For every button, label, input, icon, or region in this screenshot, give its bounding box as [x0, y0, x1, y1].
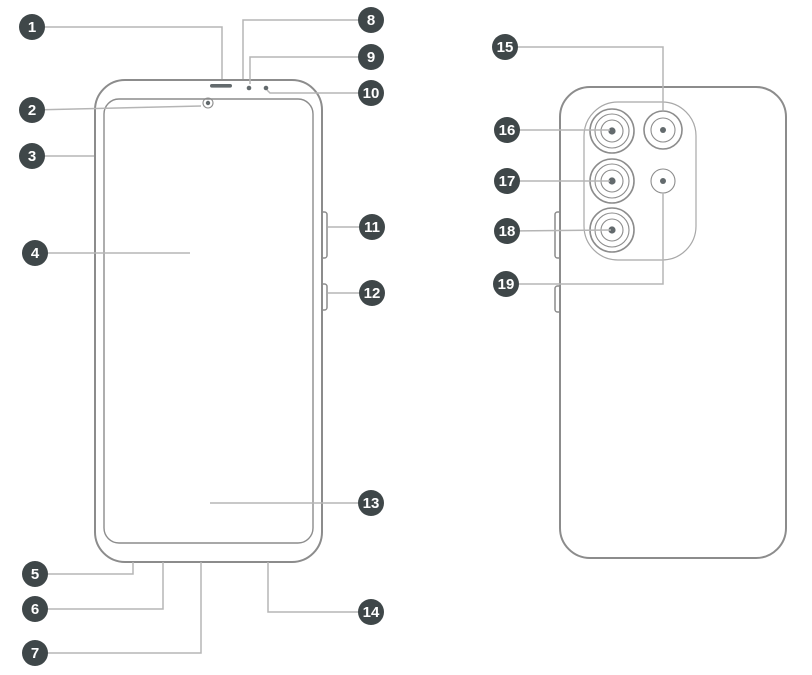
sensor-dot-icon	[246, 85, 252, 91]
callout-number: 11	[364, 219, 380, 236]
callout-badge-circle	[19, 97, 45, 123]
callout-line-5	[35, 562, 134, 575]
callout-badge-2: 2	[19, 97, 45, 123]
callout-badge-circle	[358, 80, 384, 106]
callout-number: 14	[363, 604, 380, 621]
sensor-dot-icon	[263, 85, 269, 91]
callout-badge-circle	[358, 44, 384, 70]
earpiece-icon	[210, 84, 232, 88]
phone-front-screen	[103, 98, 314, 544]
callout-number: 4	[31, 245, 40, 262]
callout-badge-13: 13	[358, 490, 384, 516]
callout-badge-circle	[22, 596, 48, 622]
callout-number: 6	[31, 601, 39, 618]
callout-badge-circle	[494, 218, 520, 244]
callout-line-2	[31, 105, 202, 111]
callout-number: 15	[497, 39, 514, 56]
callout-badge-circle	[359, 280, 385, 306]
callout-badge-circle	[492, 34, 518, 60]
callout-number: 18	[499, 223, 516, 240]
rear-camera-1-icon	[589, 108, 635, 154]
callout-number: 7	[31, 645, 39, 662]
callout-number: 9	[367, 49, 375, 66]
callout-badge-circle	[22, 240, 48, 266]
callout-badge-circle	[22, 640, 48, 666]
callout-badge-circle	[358, 7, 384, 33]
callout-number: 2	[28, 102, 36, 119]
callout-badge-circle	[359, 214, 385, 240]
callout-badge-16: 16	[494, 117, 520, 143]
callout-number: 12	[364, 285, 381, 302]
callout-line-8	[242, 19, 371, 79]
phone-back-view	[554, 86, 787, 559]
callout-line-10	[266, 89, 371, 94]
callout-badge-11: 11	[359, 214, 385, 240]
phone-front-body	[94, 79, 323, 563]
callout-badge-6: 6	[22, 596, 48, 622]
callout-line-18	[506, 229, 612, 232]
callout-badge-18: 18	[494, 218, 520, 244]
callout-badge-circle	[19, 143, 45, 169]
callout-line-9	[249, 56, 371, 84]
callout-line-19	[506, 193, 664, 285]
callout-badge-14: 14	[358, 599, 384, 625]
front-camera-icon	[202, 97, 214, 109]
callout-badge-19: 19	[493, 271, 519, 297]
callout-line-7	[35, 562, 202, 654]
callout-badge-8: 8	[358, 7, 384, 33]
callout-badge-circle	[358, 490, 384, 516]
callout-number: 1	[28, 19, 36, 36]
callout-number: 5	[31, 566, 39, 583]
callout-number: 16	[499, 122, 516, 139]
callout-badge-4: 4	[22, 240, 48, 266]
callout-number: 10	[363, 85, 380, 102]
callout-number: 13	[363, 495, 380, 512]
callout-badge-5: 5	[22, 561, 48, 587]
callout-badge-7: 7	[22, 640, 48, 666]
callout-badge-10: 10	[358, 80, 384, 106]
callout-badge-circle	[494, 168, 520, 194]
callout-badge-9: 9	[358, 44, 384, 70]
callout-badge-3: 3	[19, 143, 45, 169]
callout-badge-15: 15	[492, 34, 518, 60]
callout-badge-17: 17	[494, 168, 520, 194]
callout-line-15	[505, 46, 664, 110]
phone-front-view	[94, 79, 328, 563]
callout-number: 3	[28, 148, 36, 165]
callout-number: 19	[498, 276, 515, 293]
callout-badge-circle	[22, 561, 48, 587]
callout-badge-circle	[494, 117, 520, 143]
callout-badge-1: 1	[19, 14, 45, 40]
callout-badge-12: 12	[359, 280, 385, 306]
callout-number: 8	[367, 12, 375, 29]
callout-badge-circle	[358, 599, 384, 625]
callout-number: 17	[499, 173, 516, 190]
phone-back-body	[559, 86, 787, 559]
callout-line-1	[32, 26, 223, 79]
callout-badge-circle	[19, 14, 45, 40]
callout-line-6	[35, 562, 164, 610]
callout-badge-circle	[493, 271, 519, 297]
callout-line-14	[267, 562, 371, 613]
rear-camera-4-icon	[643, 110, 683, 150]
